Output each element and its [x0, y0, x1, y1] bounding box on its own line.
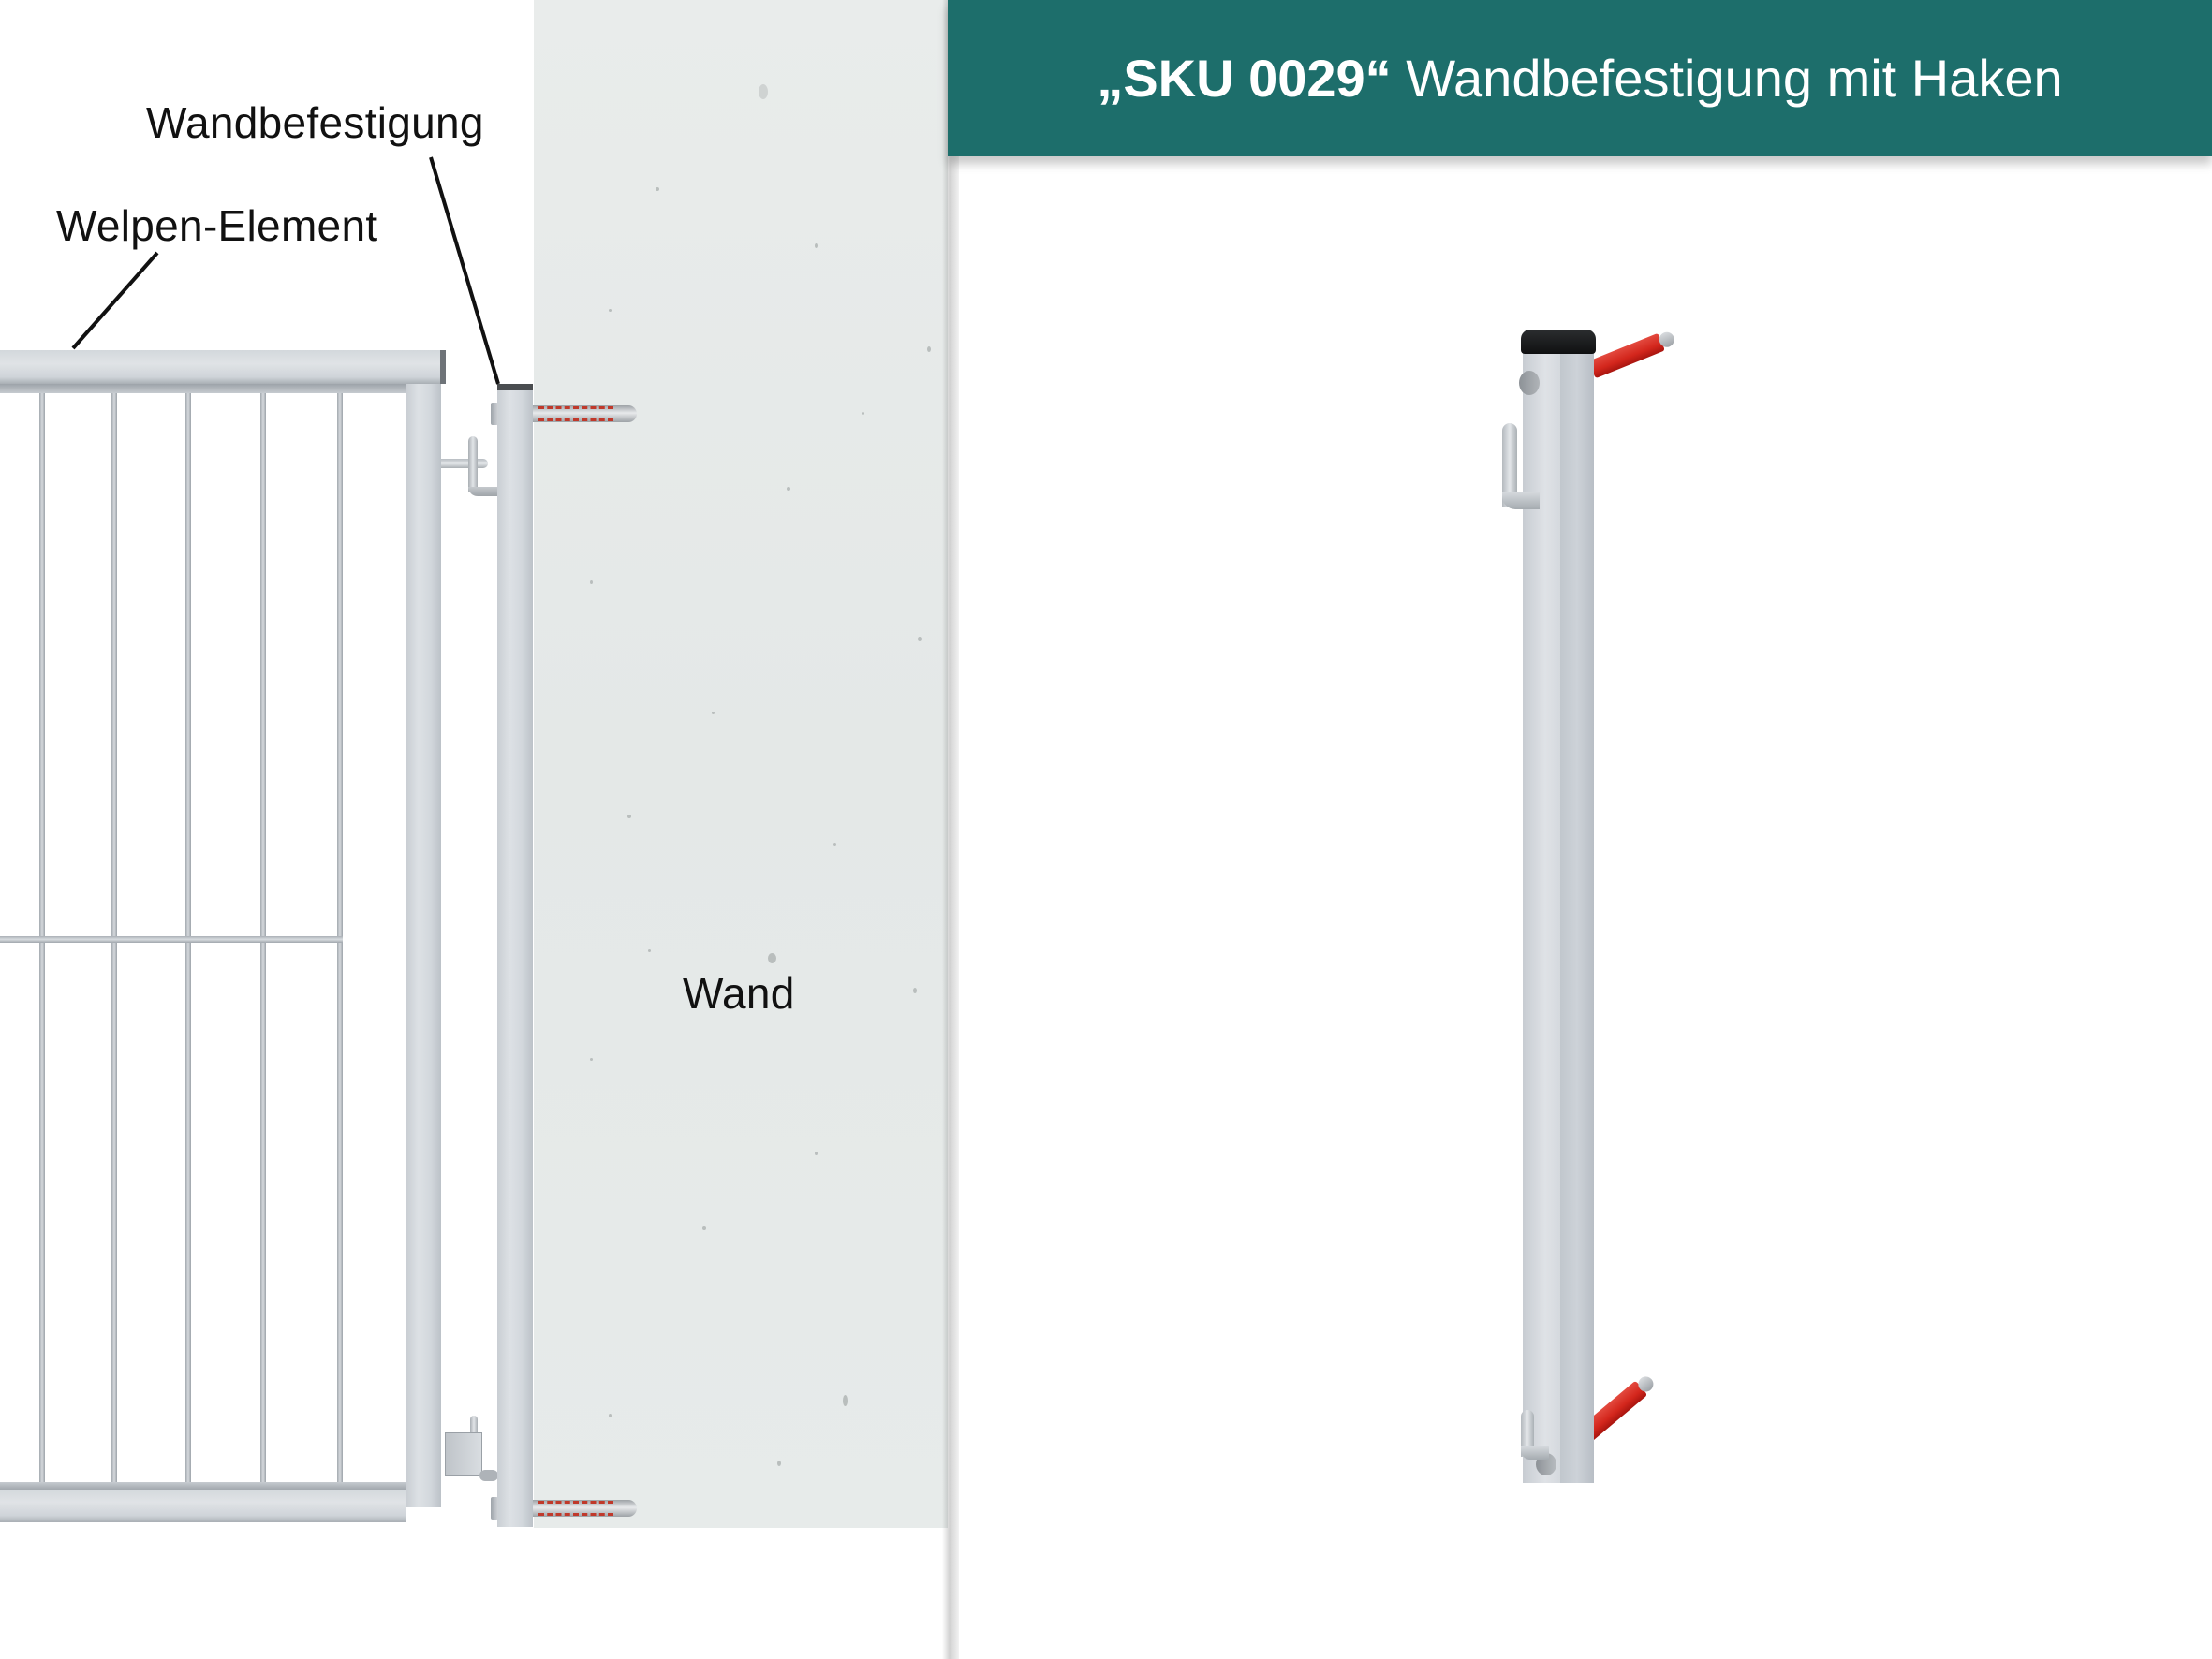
gate-cross-bar — [0, 936, 343, 943]
gate-bottom-rail — [0, 1489, 406, 1522]
post-right-face — [1560, 348, 1594, 1483]
black-end-cap-icon — [1521, 330, 1596, 354]
hook-top-icon — [1502, 423, 1517, 507]
gate-bottom-inner-rail — [0, 1482, 406, 1490]
hook-bottom-icon — [1521, 1410, 1534, 1457]
wall-screw-top — [533, 405, 637, 422]
dowel-top-icon — [1588, 332, 1665, 379]
label-wall: Wand — [683, 969, 795, 1018]
bolt-head-top — [491, 403, 498, 425]
panel-divider-shadow — [942, 0, 959, 1659]
sku-label: „SKU 0029“ — [1097, 49, 1392, 108]
label-puppy-element: Welpen-Element — [56, 201, 378, 250]
product-title: Wandbefestigung mit Haken — [1391, 49, 2063, 108]
gate-right-frame-post — [406, 384, 441, 1507]
leader-lines — [71, 156, 500, 385]
bolt-top-icon — [1519, 371, 1540, 395]
header-banner: „SKU 0029“ Wandbefestigung mit Haken — [948, 0, 2212, 156]
post-left-face — [1523, 348, 1560, 1483]
gate-top-rail — [0, 350, 446, 384]
concrete-wall — [534, 0, 948, 1528]
hook-bottom-bend — [1521, 1446, 1549, 1460]
hook-top-bend — [1502, 492, 1540, 509]
label-wall-mount: Wandbefestigung — [146, 98, 484, 147]
gate-top-inner-rail — [0, 384, 406, 393]
header-title: „SKU 0029“ Wandbefestigung mit Haken — [1097, 48, 2062, 109]
bolt-head-bottom — [491, 1497, 498, 1520]
wall-screw-bottom — [533, 1500, 637, 1517]
